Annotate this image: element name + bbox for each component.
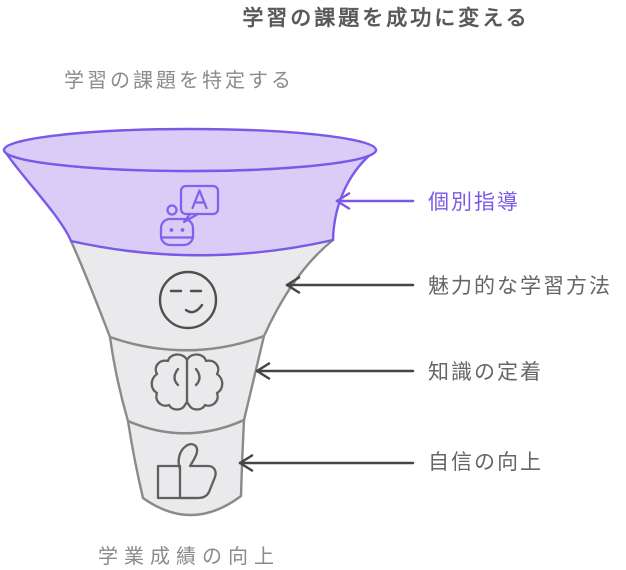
arrow-stage-3: [255, 362, 415, 380]
funnel-top-rim: [2, 127, 378, 173]
funnel-bottom-label: 学業成績の向上: [98, 546, 280, 568]
arrow-stage-2: [285, 276, 415, 294]
smiley-face-icon: [158, 270, 218, 330]
stage-label-individual-tutoring: 個別指導: [428, 191, 520, 214]
thumbs-up-icon: [156, 443, 217, 500]
arrow-stage-1: [335, 192, 415, 210]
arrow-stage-4: [238, 454, 415, 472]
stage-label-confidence: 自信の向上: [428, 451, 543, 474]
stage-label-engaging-methods: 魅力的な学習方法: [428, 275, 612, 298]
funnel-stage-2-shape: [69, 238, 335, 352]
page-title: 学習の課題を成功に変える: [242, 7, 530, 30]
robot-chat-icon: [159, 184, 220, 247]
funnel-top-label: 学習の課題を特定する: [64, 70, 294, 92]
stage-label-knowledge-retention: 知識の定着: [428, 361, 543, 384]
brain-icon: [150, 353, 224, 411]
